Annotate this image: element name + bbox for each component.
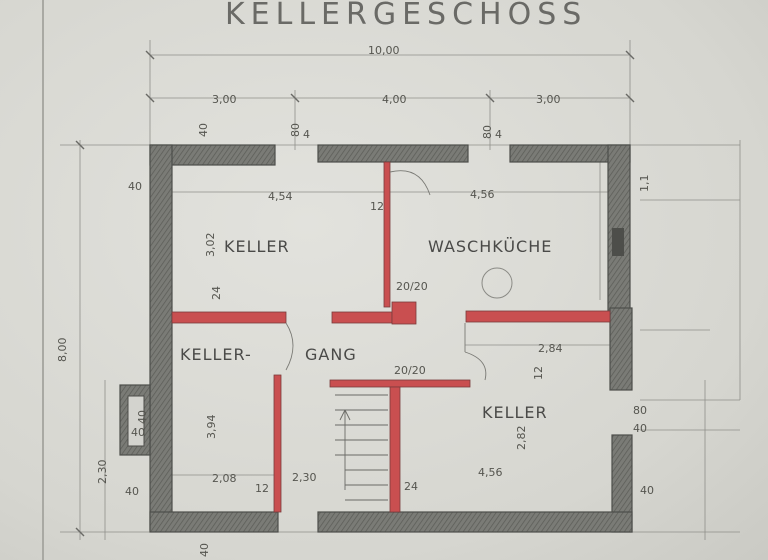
dim-right-top: 1,1: [638, 175, 651, 193]
wall-corridor-center-left: [331, 311, 393, 324]
dim-left-wall: 40: [128, 180, 142, 193]
room-label-waschkueche: WASCHKÜCHE: [428, 237, 552, 256]
wall-keller-waschkueche: [383, 161, 391, 308]
dim-stair-width: 2,30: [292, 471, 317, 484]
dim-keller-3-width: 2,08: [212, 472, 237, 485]
dim-bottom-wall: 40: [198, 543, 211, 557]
dim-wall-24-b: 24: [404, 480, 418, 493]
outer-wall-north-middle: [317, 144, 469, 163]
wall-stair-top: [329, 379, 471, 388]
wall-keller-sw: [273, 374, 282, 513]
dim-wall-12-c: 12: [255, 482, 269, 495]
dim-keller-1-width: 4,54: [268, 190, 293, 203]
room-label-keller-gang-1: KELLER-: [180, 345, 252, 364]
dim-wall-12-b: 12: [532, 366, 545, 380]
dim-opening-stair: 20/20: [394, 364, 426, 377]
dim-seg-2: 4,00: [382, 93, 407, 106]
dim-seg-1: 3,00: [212, 93, 237, 106]
light-well-opening: [127, 395, 145, 447]
dim-total-depth: 8,00: [56, 338, 69, 363]
room-label-keller-gang-2: GANG: [305, 345, 357, 364]
dim-opening-1-b: 4: [303, 128, 310, 141]
wall-corridor-center-post: [391, 301, 417, 325]
floor-drain: [481, 267, 513, 299]
dim-seg-3: 3,00: [536, 93, 561, 106]
dim-right-opening: 80: [633, 404, 647, 417]
dim-opening-center: 20/20: [396, 280, 428, 293]
wall-keller-north-corridor: [171, 311, 287, 324]
dim-wall-thickness-1: 12: [370, 200, 384, 213]
dim-left-lower: 2,30: [96, 460, 109, 485]
dim-total-width: 10,00: [368, 44, 400, 57]
dimension-ticks: [75, 50, 635, 537]
dim-wall-24-a: 24: [210, 286, 223, 300]
wall-stair-right: [389, 386, 401, 513]
dim-keller-3-depth: 3,94: [205, 415, 218, 440]
dim-waschkueche-width: 4,56: [470, 188, 495, 201]
outer-wall-west: [149, 144, 173, 531]
dim-opening-2: 80: [481, 125, 494, 139]
plan-title: KELLERGESCHOSS: [225, 0, 587, 32]
dim-keller-2-depth: 2,82: [515, 426, 528, 451]
dim-well-2: 40: [131, 426, 145, 439]
dim-well-1: 40: [136, 410, 149, 424]
room-label-keller-2: KELLER: [482, 403, 548, 422]
dim-wall-nw: 40: [197, 123, 210, 137]
dim-corridor-right: 2,84: [538, 342, 563, 355]
outer-wall-south-left: [149, 511, 279, 533]
dim-keller-2-width: 4,56: [478, 466, 503, 479]
staircase: [335, 394, 388, 501]
outer-wall-south-right: [317, 511, 633, 533]
outer-walls: [119, 144, 633, 533]
dim-keller-1-depth: 3,02: [204, 233, 217, 258]
dim-left-wall-lower: 40: [125, 485, 139, 498]
dim-right-wall: 40: [633, 422, 647, 435]
wall-waschkueche-corridor: [465, 310, 611, 323]
chimney: [612, 228, 624, 256]
dim-opening-1: 80: [289, 123, 302, 137]
door-swings: [285, 170, 487, 381]
dim-right-wall-lower: 40: [640, 484, 654, 497]
interior-walls: [171, 161, 611, 513]
outer-wall-east-middle: [609, 307, 633, 391]
room-label-keller-1: KELLER: [224, 237, 290, 256]
dim-opening-2-b: 4: [495, 128, 502, 141]
